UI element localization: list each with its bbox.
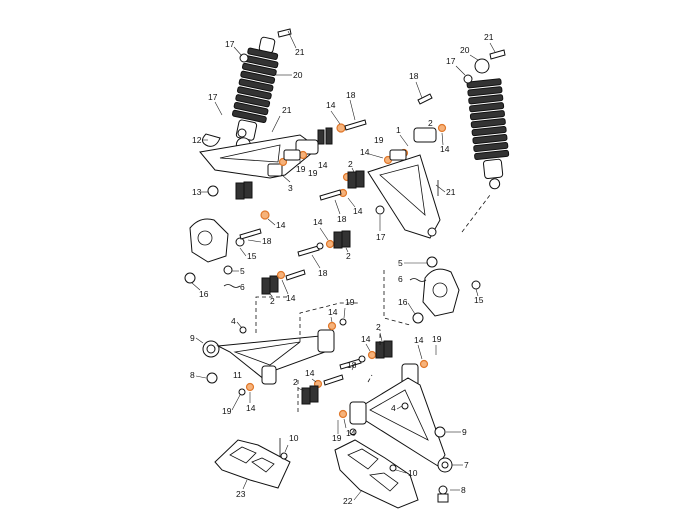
callout-6: 6 bbox=[240, 282, 245, 292]
callout-19: 19 bbox=[345, 297, 355, 307]
callout-10: 10 bbox=[289, 433, 299, 443]
callout-2: 2 bbox=[270, 296, 275, 306]
callout-21: 21 bbox=[484, 32, 494, 42]
callout-14: 14 bbox=[361, 334, 371, 344]
callout-7: 7 bbox=[464, 460, 469, 470]
callout-19: 19 bbox=[332, 433, 342, 443]
upper-left-a-arm bbox=[199, 119, 367, 200]
callout-14: 14 bbox=[313, 217, 323, 227]
callout-5: 5 bbox=[398, 258, 403, 268]
callout-19: 19 bbox=[374, 135, 384, 145]
callout-14: 14 bbox=[414, 335, 424, 345]
callout-4: 4 bbox=[231, 316, 236, 326]
left-shock-absorber bbox=[202, 28, 292, 153]
callout-14: 14 bbox=[346, 428, 356, 438]
lower-right-a-arm bbox=[338, 359, 453, 503]
callout-15: 15 bbox=[474, 295, 484, 305]
left-steering-knuckle bbox=[184, 185, 270, 288]
callout-23: 23 bbox=[236, 489, 246, 499]
callout-2: 2 bbox=[428, 118, 433, 128]
callout-17: 17 bbox=[446, 56, 456, 66]
callout-2: 2 bbox=[376, 322, 381, 332]
callout-14: 14 bbox=[276, 220, 286, 230]
callout-17: 17 bbox=[208, 92, 218, 102]
callout-18: 18 bbox=[337, 214, 347, 224]
lower-left-a-arm bbox=[202, 318, 347, 396]
upper-right-a-arm bbox=[367, 123, 447, 239]
callout-11: 11 bbox=[233, 370, 242, 380]
callout-20: 20 bbox=[460, 45, 470, 55]
callout-17: 17 bbox=[225, 39, 235, 49]
callout-12: 12 bbox=[192, 135, 202, 145]
callout-15: 15 bbox=[247, 251, 257, 261]
middle-bushing-stack bbox=[261, 170, 365, 295]
callout-9: 9 bbox=[190, 333, 195, 343]
callout-18: 18 bbox=[409, 71, 419, 81]
callout-1: 1 bbox=[396, 125, 401, 135]
callout-2: 2 bbox=[348, 159, 353, 169]
callout-14: 14 bbox=[305, 368, 315, 378]
callouts: 21 17 20 17 21 12 14 18 19 14 19 3 13 14… bbox=[190, 30, 496, 506]
callout-14: 14 bbox=[326, 100, 336, 110]
callout-18: 18 bbox=[262, 236, 272, 246]
callout-17: 17 bbox=[376, 232, 386, 242]
callout-14: 14 bbox=[328, 307, 338, 317]
callout-2: 2 bbox=[293, 377, 298, 387]
callout-10: 10 bbox=[408, 468, 418, 478]
callout-21: 21 bbox=[446, 187, 456, 197]
callout-8: 8 bbox=[461, 485, 466, 495]
left-lower-guard bbox=[214, 439, 291, 489]
callout-13: 13 bbox=[192, 187, 202, 197]
callout-4: 4 bbox=[391, 403, 396, 413]
callout-18: 18 bbox=[347, 360, 357, 370]
callout-14: 14 bbox=[440, 144, 450, 154]
callout-20: 20 bbox=[293, 70, 303, 80]
right-shock-absorber bbox=[417, 49, 510, 190]
callout-19: 19 bbox=[296, 164, 306, 174]
callout-14: 14 bbox=[353, 206, 363, 216]
callout-16: 16 bbox=[199, 289, 209, 299]
callout-14: 14 bbox=[360, 147, 370, 157]
callout-21: 21 bbox=[295, 47, 305, 57]
callout-18: 18 bbox=[318, 268, 328, 278]
callout-22: 22 bbox=[343, 496, 353, 506]
callout-14: 14 bbox=[246, 403, 256, 413]
callout-19: 19 bbox=[222, 406, 232, 416]
right-lower-guard bbox=[334, 439, 419, 509]
assembly-lines bbox=[255, 194, 491, 457]
callout-19: 19 bbox=[432, 334, 442, 344]
callout-14: 14 bbox=[318, 160, 328, 170]
lower-bushing-stack bbox=[301, 340, 393, 405]
callout-6: 6 bbox=[398, 274, 403, 284]
callout-14: 14 bbox=[286, 293, 296, 303]
right-steering-knuckle bbox=[409, 256, 481, 324]
callout-21: 21 bbox=[282, 105, 292, 115]
callout-19: 19 bbox=[308, 168, 318, 178]
callout-3: 3 bbox=[288, 183, 293, 193]
callout-2: 2 bbox=[346, 251, 351, 261]
callout-16: 16 bbox=[398, 297, 408, 307]
callout-5: 5 bbox=[240, 266, 245, 276]
callout-8: 8 bbox=[190, 370, 195, 380]
callout-9: 9 bbox=[462, 427, 467, 437]
callout-18: 18 bbox=[346, 90, 356, 100]
